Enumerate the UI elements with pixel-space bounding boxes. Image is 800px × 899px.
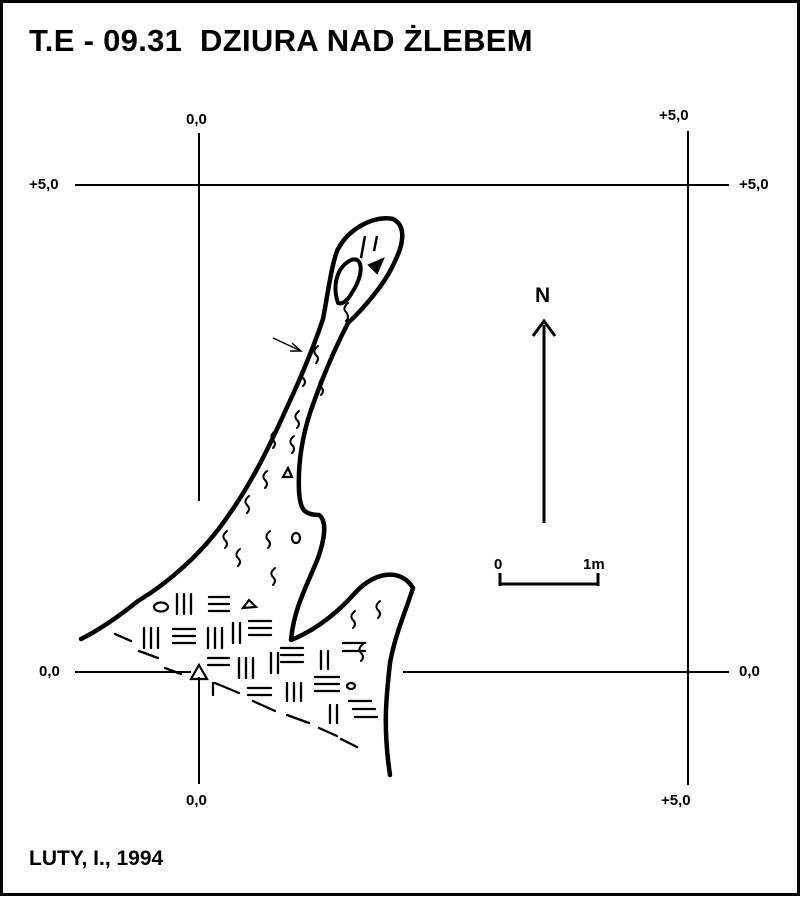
page-title: T.E - 09.31 DZIURA NAD ŻLEBEM — [29, 23, 533, 58]
scale-label-end: 1m — [583, 556, 605, 573]
entrance-arrow-icon — [272, 337, 303, 352]
upper-mark-2 — [372, 235, 379, 252]
scale-bar-icon — [498, 573, 600, 586]
stones — [152, 465, 357, 691]
entrance-triangle-icon — [189, 662, 209, 681]
scale-label-start: 0 — [494, 556, 503, 573]
grid-label-left-upper: +5,0 — [29, 176, 59, 193]
grid-label-right-lower: 0,0 — [739, 663, 760, 680]
grid-label-top-right: +5,0 — [659, 107, 689, 124]
grid-label-bottom-right: +5,0 — [661, 792, 691, 809]
debris-hatching — [113, 592, 379, 749]
author-credit: LUTY, I., 1994 — [29, 847, 164, 870]
sediment-squiggles — [222, 302, 381, 662]
grid-label-bottom-left: 0,0 — [186, 792, 207, 809]
upper-rock-fragment — [367, 257, 385, 275]
grid-lines — [75, 131, 729, 785]
upper-mark-1 — [359, 235, 367, 259]
cave-plan-drawing — [75, 131, 729, 785]
grid-label-right-upper: +5,0 — [739, 176, 769, 193]
north-label: N — [535, 284, 551, 307]
north-arrow-icon — [531, 318, 557, 523]
upper-chamber-pillar — [333, 257, 363, 306]
grid-label-top-left: 0,0 — [186, 111, 207, 128]
cave-wall — [78, 216, 416, 778]
cave-outline — [78, 216, 416, 778]
grid-label-left-lower: 0,0 — [39, 663, 60, 680]
